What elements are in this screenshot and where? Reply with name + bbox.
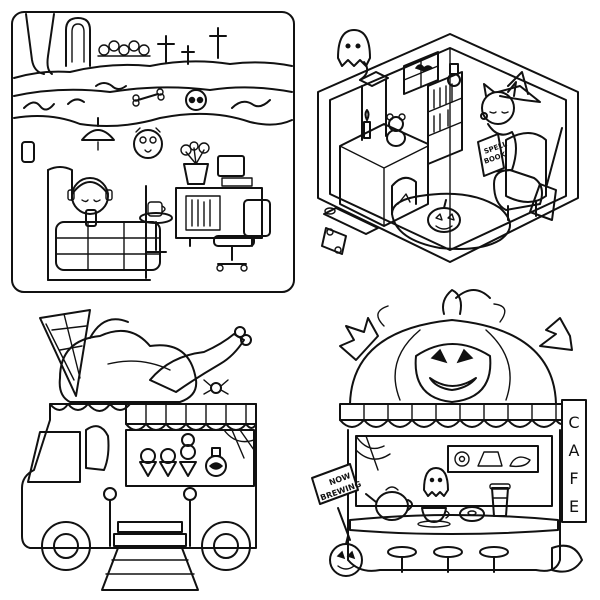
coffee-cup — [490, 484, 510, 516]
side-table — [140, 202, 172, 252]
cafe-letter-e: E — [569, 497, 579, 516]
cobweb — [356, 436, 390, 470]
potted-plant — [181, 142, 209, 184]
fireplace — [340, 124, 428, 226]
teapot — [366, 487, 412, 520]
sleeping-person — [68, 178, 112, 226]
spell-book: SPELL BOOK — [478, 134, 509, 176]
window — [404, 52, 438, 94]
potion-bottle — [448, 64, 460, 86]
bed — [48, 167, 160, 280]
jack-o-lantern-small — [428, 200, 460, 232]
skull — [186, 90, 206, 110]
striped-awning — [126, 404, 256, 430]
rolled-scroll — [322, 208, 378, 254]
hanging-cafe-sign: C A F E — [562, 400, 586, 522]
ghost-driver — [86, 426, 109, 470]
cat-witch — [481, 72, 540, 172]
cobweb — [224, 430, 254, 458]
now-brewing-sign: NOW BREWING — [312, 464, 362, 540]
cafe-body — [348, 430, 560, 571]
mini-ice-creams — [140, 434, 196, 476]
panel-witch-cat-room: SPELL BOOK — [318, 30, 578, 262]
chimney — [360, 72, 388, 140]
pastry-shelf — [448, 446, 538, 472]
bookshelf — [428, 72, 462, 164]
panel-bedroom — [12, 12, 294, 292]
drumstick — [150, 327, 251, 392]
bat — [416, 65, 432, 71]
room-frame — [318, 34, 578, 262]
counter — [350, 515, 558, 534]
truck-body — [22, 404, 256, 548]
tombstone — [66, 18, 90, 66]
truck-wheels — [42, 522, 250, 570]
small-pumpkin — [330, 536, 362, 576]
pumpkin-stem — [443, 290, 490, 314]
cafe-letter-f: F — [569, 469, 578, 488]
serving-window — [126, 430, 254, 486]
donut — [460, 507, 484, 521]
bar-stools — [388, 547, 508, 572]
flowers — [98, 41, 150, 56]
cafe-letter-c: C — [568, 413, 579, 432]
right-leaf-base — [552, 546, 582, 572]
cross-grave-1 — [158, 36, 174, 62]
jack-o-lantern-face — [416, 344, 491, 402]
cafe-ghost — [424, 468, 448, 496]
worms — [24, 83, 270, 110]
cave-ceiling — [14, 114, 292, 126]
desk — [176, 188, 262, 246]
ice-cream-cone — [40, 310, 90, 396]
office-chair — [214, 200, 270, 271]
cross-grave-2 — [182, 46, 194, 64]
bookshelf-cubby — [186, 196, 220, 230]
light-switch — [22, 142, 34, 162]
computer — [218, 156, 252, 186]
skull-mug — [148, 202, 165, 216]
cafe-letter-a: A — [569, 441, 580, 460]
teacup — [418, 508, 450, 527]
skull-posts — [104, 488, 196, 546]
blanket — [56, 222, 160, 270]
soil-layer — [14, 87, 292, 96]
truck-window — [28, 432, 80, 482]
broomstick — [530, 128, 562, 220]
spider — [204, 380, 228, 394]
tree-trunk — [26, 14, 54, 74]
teddy-bear — [387, 114, 405, 146]
pumpkin-dome — [350, 320, 556, 404]
red-carpet — [102, 548, 198, 590]
potion-jar — [206, 448, 226, 476]
ceiling-lamp — [82, 118, 114, 150]
ghost — [338, 30, 370, 80]
cafe-window — [356, 436, 552, 506]
panel-frame — [12, 12, 294, 292]
owl-clock — [134, 128, 162, 158]
tombstone-inner — [72, 24, 84, 62]
panel-pumpkin-cafe: C A F E NOW BREWING — [312, 290, 586, 576]
candle — [364, 110, 370, 138]
buried-bones — [133, 89, 164, 106]
fluffy-rug — [392, 194, 510, 249]
panel-ice-cream-truck — [22, 310, 256, 590]
cross-grave-3 — [210, 28, 226, 58]
leaves — [340, 304, 572, 360]
scalloped-awning — [340, 404, 566, 427]
ground-surface — [14, 61, 292, 78]
steps — [114, 522, 186, 546]
phone — [86, 210, 96, 226]
